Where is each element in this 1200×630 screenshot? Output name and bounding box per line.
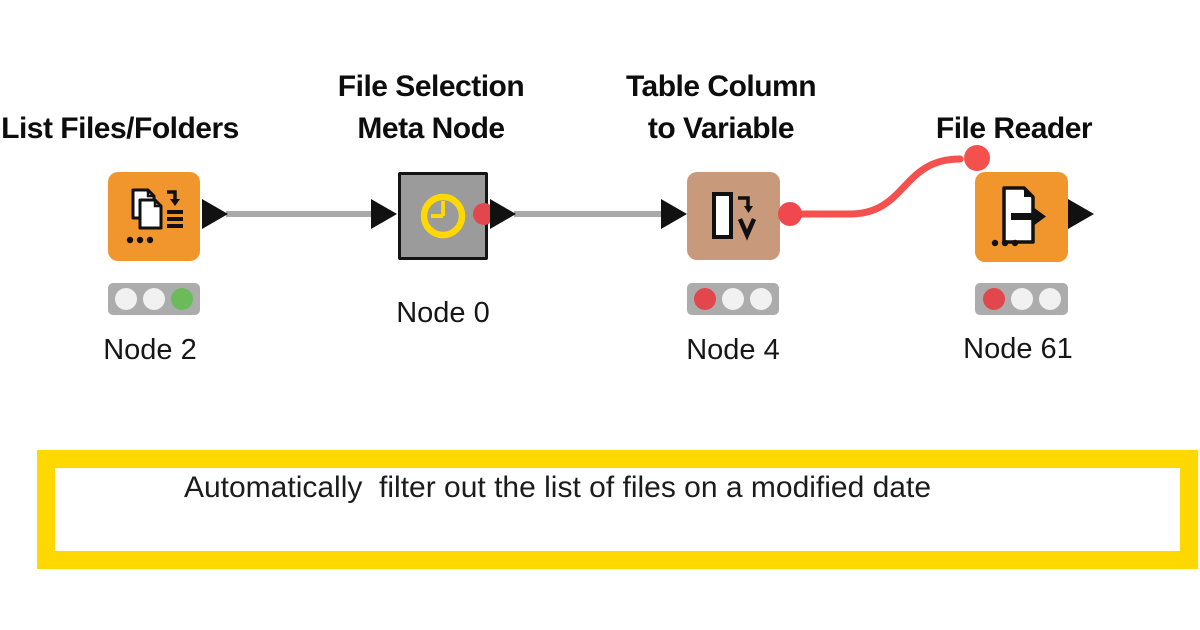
title-line: Meta Node	[357, 112, 505, 145]
list-files-folders-icon	[126, 188, 183, 243]
status-light	[694, 288, 716, 310]
status-light	[1010, 288, 1033, 310]
node-label: Node 2	[103, 334, 197, 366]
status-light	[115, 288, 137, 310]
node-title-table-column-to-variable: Table Column to Variable	[621, 64, 821, 150]
flow-variable-output-port-node4[interactable]	[778, 202, 802, 226]
status-traffic-light	[975, 283, 1068, 315]
output-port-triangle-node0[interactable]	[490, 199, 516, 229]
output-port-triangle-node61[interactable]	[1068, 199, 1094, 229]
node-title-file-selection-meta-node: File Selection Meta Node	[331, 64, 531, 150]
status-light	[143, 288, 165, 310]
node-list-files-folders[interactable]	[108, 172, 200, 261]
status-light	[750, 288, 772, 310]
node-label: Node 0	[396, 297, 490, 329]
node-file-reader[interactable]	[975, 172, 1068, 262]
input-port-triangle-node0[interactable]	[371, 199, 397, 229]
title-line: List Files/Folders	[1, 112, 239, 145]
workflow-annotation-box[interactable]: Automatically filter out the list of fil…	[37, 450, 1198, 569]
node-file-selection-meta-node[interactable]	[398, 172, 488, 260]
status-light	[171, 288, 193, 310]
output-port-triangle-node2[interactable]	[202, 199, 228, 229]
clock-icon	[420, 193, 466, 239]
input-port-triangle-node4[interactable]	[661, 199, 687, 229]
node-table-column-to-variable[interactable]	[687, 172, 780, 260]
node-title-file-reader: File Reader	[894, 64, 1134, 150]
status-traffic-light	[108, 283, 200, 315]
column-to-variable-icon	[711, 192, 756, 241]
status-light	[722, 288, 744, 310]
title-line: to Variable	[647, 112, 795, 145]
title-line: Table Column	[625, 70, 817, 103]
node-title-list-files-folders: List Files/Folders	[0, 64, 240, 150]
status-light	[982, 288, 1005, 310]
connection-node4-to-node61-flow-variable[interactable]	[786, 155, 964, 218]
node-label: Node 61	[963, 333, 1073, 365]
title-line: File Reader	[935, 112, 1093, 145]
title-line: File Selection	[337, 70, 525, 103]
status-traffic-light	[687, 283, 779, 315]
file-reader-icon	[991, 186, 1046, 247]
annotation-text: Automatically filter out the list of fil…	[183, 471, 932, 504]
status-light	[1038, 288, 1061, 310]
node-label: Node 4	[686, 334, 780, 366]
